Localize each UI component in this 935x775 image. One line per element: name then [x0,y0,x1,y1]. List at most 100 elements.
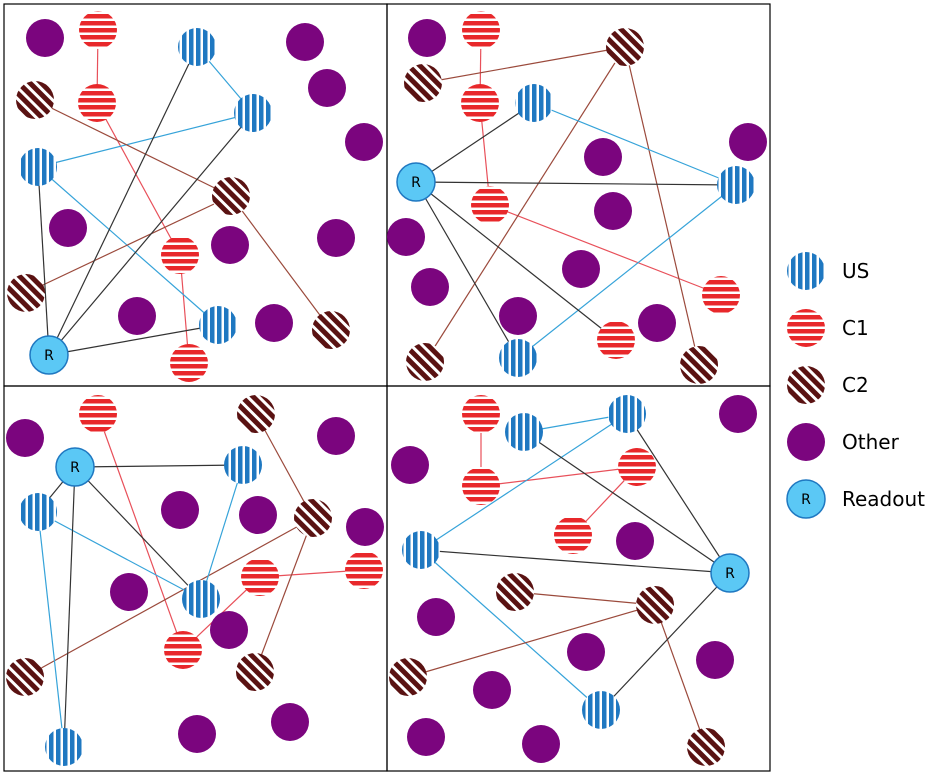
legend-item-c2: C2 [787,366,869,404]
other-node [522,725,560,763]
c1-node-circle [78,84,116,122]
other-node [616,522,654,560]
other-node-circle [317,417,355,455]
c1-node-circle [554,516,592,554]
us-node-circle [182,580,220,618]
edge-c2 [34,99,232,197]
c1-node-circle [241,558,279,596]
c2-node-circle [212,177,250,215]
other-node [567,633,605,671]
edge-us [37,511,202,600]
c2-node-circle [312,311,350,349]
us-node [608,395,646,433]
other-node-circle [719,395,757,433]
us-node [582,691,620,729]
edge-c2 [25,195,232,294]
readout-node: R [55,447,95,487]
legend-swatch-c2 [787,366,825,404]
c2-node-circle [236,653,274,691]
c2-node [236,653,274,691]
legend-label: US [842,259,869,283]
c2-node-circle [404,64,442,102]
other-node [594,192,632,230]
us-node-circle [515,84,553,122]
us-node [234,94,272,132]
readout-node-circle [396,162,436,202]
edge-readout [523,431,731,574]
c2-node [16,81,54,119]
other-node-circle [317,219,355,257]
other-node-circle [473,671,511,709]
other-node-circle [49,209,87,247]
c1-node [78,84,116,122]
edges-top-right [415,29,737,366]
c1-node [462,467,500,505]
nodes-bottom-left: R [6,395,384,766]
us-node-circle [499,339,537,377]
other-node [271,703,309,741]
us-node [717,166,755,204]
us-node [182,580,220,618]
edge-us [533,102,737,186]
legend-swatch-us [787,252,825,290]
readout-node-circle [710,553,750,593]
other-node [562,250,600,288]
c2-node [636,586,674,624]
other-node [719,395,757,433]
c2-node [6,658,44,696]
us-node-circle [582,691,620,729]
readout-node: R [710,553,750,593]
c2-node-circle [16,81,54,119]
c1-node-circle [702,276,740,314]
other-node-circle [178,715,216,753]
other-node [696,641,734,679]
panel-frames [3,3,771,772]
nodes-bottom-right: R [389,395,757,766]
readout-letter: R [70,460,80,476]
c1-node [241,558,279,596]
other-node [417,598,455,636]
other-node [317,219,355,257]
c2-node [406,343,444,381]
other-node-circle [271,703,309,741]
other-node [255,304,293,342]
other-node [161,491,199,529]
other-node [584,138,622,176]
c2-node [237,395,275,433]
edge-readout [63,466,76,748]
edges-bottom-right [407,413,731,748]
other-node [211,226,249,264]
c2-node [606,28,644,66]
legend-swatch-other [787,423,825,461]
c1-node [161,236,199,274]
legend-readout-letter: R [801,492,811,508]
c1-node [462,395,500,433]
legend-swatch-readout [786,479,826,519]
c1-node [170,344,208,382]
other-node-circle [391,446,429,484]
readout-letter: R [44,348,54,364]
other-node [317,417,355,455]
other-node [286,23,324,61]
other-node-circle [211,226,249,264]
nodes-layer: R R R R [6,11,767,766]
c1-node-circle [79,11,117,49]
us-node-circle [19,493,57,531]
edge-readout [74,464,244,468]
other-node-circle [499,297,537,335]
other-node [110,573,148,611]
c1-node [471,186,509,224]
us-node [515,84,553,122]
c2-node-circle [680,346,718,384]
legend-label: C2 [842,373,869,397]
c1-node [79,395,117,433]
readout-node: R [396,162,436,202]
edges-top-left [25,29,332,364]
c1-node [702,276,740,314]
other-node-circle [594,192,632,230]
c2-node [312,311,350,349]
edge-us [37,166,219,326]
c1-node [461,84,499,122]
c1-node-circle [161,236,199,274]
c1-node-circle [618,448,656,486]
